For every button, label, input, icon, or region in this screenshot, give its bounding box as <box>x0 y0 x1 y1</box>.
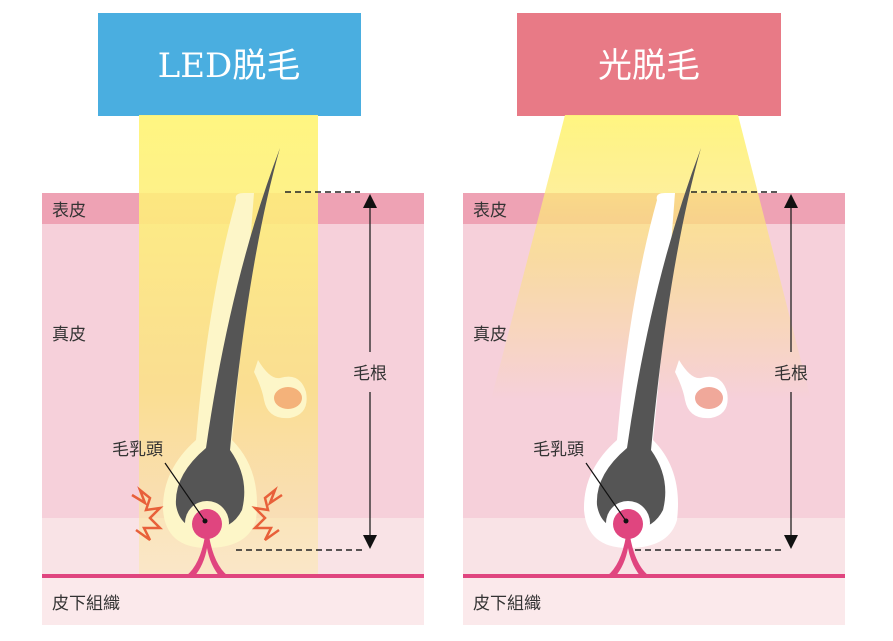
title-box <box>98 13 361 116</box>
epidermis-label: 表皮 <box>473 201 507 221</box>
hair-follicle <box>162 148 307 577</box>
epidermis-label: 表皮 <box>52 201 86 221</box>
skin-boundary-line <box>42 574 424 578</box>
papilla <box>192 509 222 539</box>
subcutis-layer <box>463 578 845 625</box>
ipl-panel: 光脱毛 毛根 表皮 真皮 皮下組織 毛乳頭 <box>463 13 845 625</box>
panel-title: 光脱毛 <box>598 46 700 86</box>
panel-title: LED脱毛 <box>158 46 301 86</box>
root-label: 毛根 <box>353 364 387 384</box>
dermis-label: 真皮 <box>473 325 507 345</box>
hair-shaft <box>596 148 701 530</box>
title-box <box>517 13 781 116</box>
subcutis-label: 皮下組織 <box>473 594 541 614</box>
hair-shaft <box>175 148 280 530</box>
skin-boundary-line <box>463 574 845 578</box>
hair-follicle <box>583 148 728 577</box>
root-length-arrow <box>363 194 377 549</box>
led-panel: LED脱毛 毛根 表皮 真 <box>42 13 424 625</box>
subcutis-label: 皮下組織 <box>52 594 120 614</box>
root-length-arrow <box>784 194 798 549</box>
heat-burst-icon <box>131 486 283 542</box>
dermis-label: 真皮 <box>52 325 86 345</box>
root-label: 毛根 <box>774 364 808 384</box>
papilla-label: 毛乳頭 <box>533 440 584 460</box>
papilla-label: 毛乳頭 <box>112 440 163 460</box>
subcutis-layer <box>42 578 424 625</box>
papilla <box>613 509 643 539</box>
